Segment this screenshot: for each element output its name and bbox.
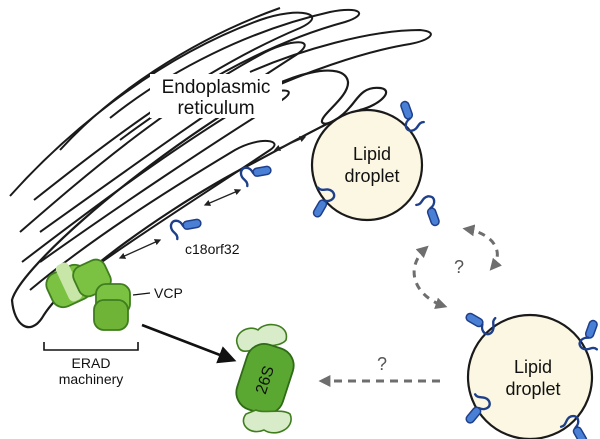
- droplet-label-line1: Lipid: [514, 357, 552, 377]
- uncertain-pathways: ? ?: [318, 224, 503, 387]
- question-mark: ?: [454, 257, 464, 277]
- dashed-arrow: [462, 224, 503, 271]
- protein-icon: [462, 303, 501, 338]
- droplet-label-line2: droplet: [505, 379, 560, 399]
- erad-label-line1: ERAD: [72, 355, 111, 371]
- erad-label-line2: machinery: [59, 371, 124, 387]
- er-label-line2: reticulum: [177, 98, 254, 119]
- transport-arrow: [118, 239, 162, 259]
- er-fold: [19, 41, 306, 233]
- lipid-droplet-2: Lipid droplet: [457, 303, 600, 439]
- vcp-complex: VCP ERAD machinery: [43, 258, 183, 387]
- protein-icon: [238, 162, 275, 188]
- vcp-label: VCP: [154, 285, 183, 301]
- vcp-leader-line: [132, 292, 151, 296]
- vcp-icon: [45, 258, 131, 331]
- lipid-droplet-1: Lipid droplet: [303, 96, 444, 231]
- protein-label: c18orf32: [185, 241, 240, 257]
- er-protein-traffic: c18orf32: [118, 136, 307, 259]
- proteasome-cap: [235, 323, 288, 352]
- droplet-membrane: [466, 313, 594, 439]
- proteasome-26s: 26S: [235, 323, 295, 434]
- er-fold: [59, 7, 281, 151]
- endoplasmic-reticulum: Endoplasmic reticulum: [9, 7, 432, 329]
- er-fold: [21, 89, 290, 263]
- proteasome-cap: [242, 409, 292, 434]
- er-label-line1: Endoplasmic: [162, 77, 271, 98]
- transport-arrow: [273, 136, 307, 151]
- transport-arrow: [203, 189, 242, 206]
- er-label-halo: [150, 74, 282, 118]
- droplet-label-line2: droplet: [344, 166, 399, 186]
- er-fold: [29, 139, 276, 293]
- droplet-membrane: [310, 108, 424, 222]
- er-fold: [249, 28, 432, 93]
- protein-icon: [168, 215, 205, 241]
- droplet-label-line1: Lipid: [353, 144, 391, 164]
- erad-bracket: [43, 342, 139, 351]
- degradation-arrow: [141, 323, 237, 364]
- dashed-arrow: [412, 245, 448, 310]
- protein-icon: [576, 317, 600, 355]
- question-mark: ?: [377, 354, 387, 374]
- protein-icon: [413, 193, 444, 231]
